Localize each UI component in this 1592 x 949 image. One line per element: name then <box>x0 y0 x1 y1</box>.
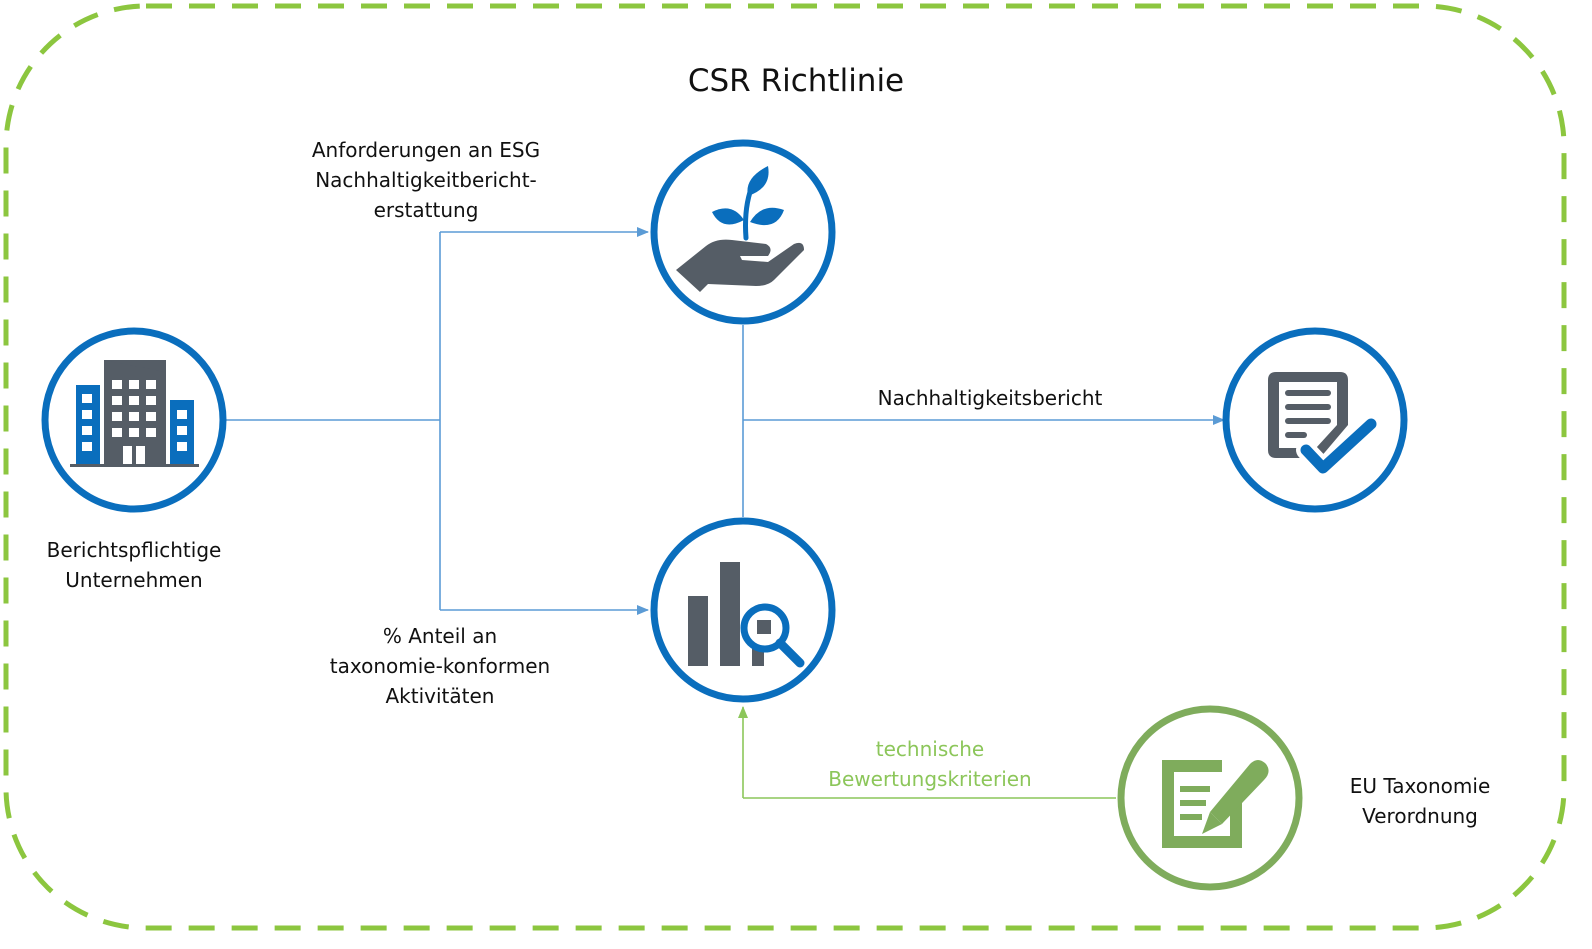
company-label-line: Unternehmen <box>65 568 203 592</box>
connector-green <box>738 706 1116 799</box>
esg-ring <box>650 139 836 325</box>
document-pen-icon <box>1162 760 1269 848</box>
report-node <box>1222 327 1408 513</box>
csr-frame <box>3 3 1567 931</box>
analysis-ring <box>650 517 836 703</box>
office-building-icon <box>70 360 199 467</box>
esg-requirements-label-line: erstattung <box>373 198 479 222</box>
technical-criteria-label-line: Bewertungskriterien <box>828 767 1032 791</box>
eu-taxonomy-node <box>1117 705 1303 891</box>
document-checkmark-icon <box>1268 372 1381 478</box>
eu-taxonomy-ring <box>1117 705 1303 891</box>
taxonomy-share-label: % Anteil an taxonomie-konformen Aktivitä… <box>290 621 590 711</box>
hand-plant-icon <box>676 166 804 292</box>
esg-requirements-label: Anforderungen an ESG Nachhaltigkeitberic… <box>276 135 576 225</box>
diagram-title: CSR Richtlinie <box>687 63 905 99</box>
esg-requirements-label-line: Anforderungen an ESG <box>311 138 541 162</box>
eu-taxonomy-label: EU Taxonomie Verordnung <box>1320 771 1520 831</box>
sustainability-report-label: Nachhaltigkeitsbericht <box>840 383 1140 413</box>
company-label: Berichtspflichtige Unternehmen <box>14 535 254 595</box>
taxonomy-share-label-line: % Anteil an <box>382 624 498 648</box>
sustainability-report-label-line: Nachhaltigkeitsbericht <box>877 386 1103 410</box>
taxonomy-share-label-line: Aktivitäten <box>385 684 495 708</box>
esg-requirements-label-line: Nachhaltigkeitbericht- <box>315 168 537 192</box>
eu-taxonomy-label-line: EU Taxonomie <box>1349 774 1491 798</box>
technical-criteria-label-line: technische <box>875 737 985 761</box>
eu-taxonomy-label-line: Verordnung <box>1362 804 1478 828</box>
esg-node <box>650 139 836 325</box>
company-node <box>41 327 227 513</box>
taxonomy-share-label-line: taxonomie-konformen <box>329 654 551 678</box>
analysis-node <box>650 517 836 703</box>
connectors <box>226 227 1225 615</box>
company-label-line: Berichtspflichtige <box>46 538 222 562</box>
bar-chart-magnifier-icon <box>688 562 805 668</box>
technical-criteria-label: technische Bewertungskriterien <box>810 734 1050 794</box>
